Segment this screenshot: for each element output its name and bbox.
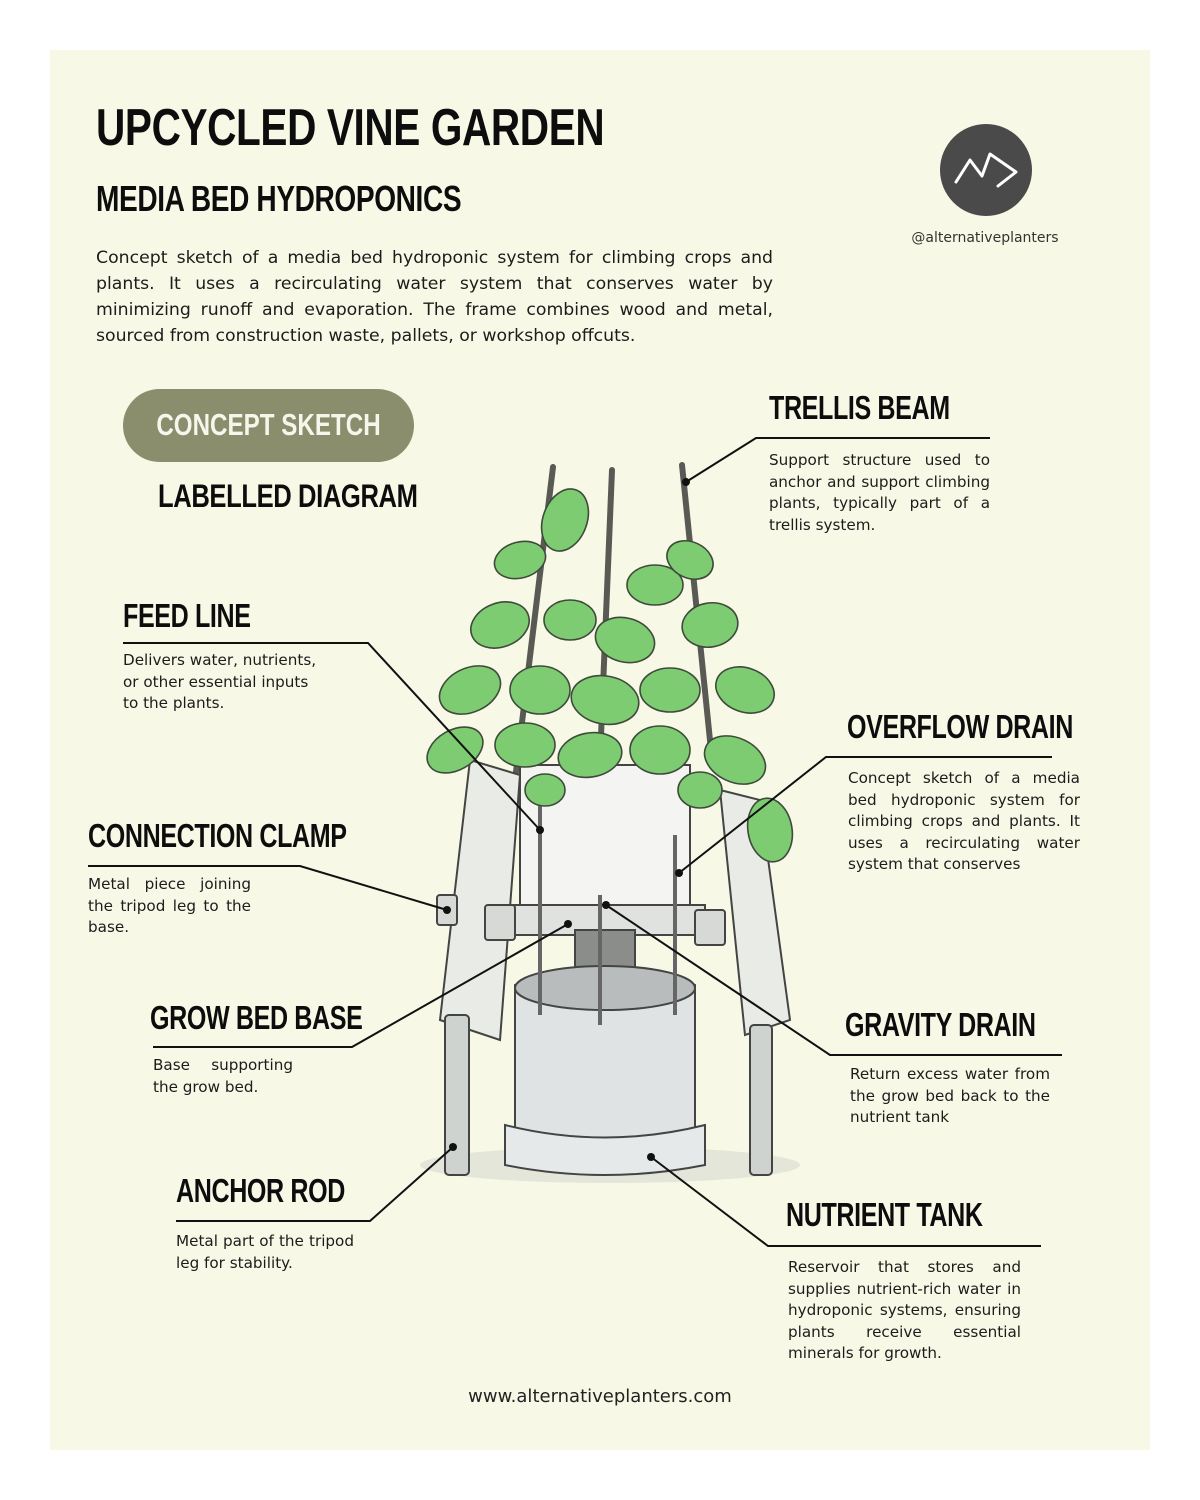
feed-line-description: Delivers water, nutrients, or other esse… [123,651,317,712]
footer-website-link[interactable]: www.alternativeplanters.com [468,1386,732,1407]
page-subtitle: MEDIA BED HYDROPONICS [96,178,462,219]
trellis-beam-title: TRELLIS BEAM [769,389,950,426]
concept-sketch-badge: CONCEPT SKETCH [123,389,414,462]
overflow-drain-description: Concept sketch of a media bed hydroponic… [848,769,1080,873]
social-handle: @alternativeplanters [911,230,1059,246]
clamps [436,894,726,946]
connection-clamp-title: CONNECTION CLAMP [88,817,347,854]
vine-foliage [426,488,794,863]
gravity-drain-title: GRAVITY DRAIN [845,1006,1036,1043]
anchor-rods [444,1014,773,1176]
nutrient-tank-description: Reservoir that stores and supplies nutri… [788,1258,1021,1362]
feed-line-title: FEED LINE [123,597,251,634]
alternative-planters-logo-icon [940,124,1032,216]
intro-paragraph: Concept sketch of a media bed hydroponic… [96,248,773,346]
concept-sketch-badge-text: CONCEPT SKETCH [156,407,381,442]
connection-clamp-description: Metal piece joining the tripod leg to th… [88,875,251,936]
nutrient-tank-title: NUTRIENT TANK [786,1196,983,1233]
tank-bottom-band [504,1123,706,1176]
grow-bed-base-description: Base supporting the grow bed. [153,1056,293,1096]
pipes [538,800,677,1025]
overflow-drain-title: OVERFLOW DRAIN [847,708,1073,745]
trellis-beam-description: Support structure used to anchor and sup… [769,451,990,534]
gravity-drain-description: Return excess water from the grow bed ba… [850,1065,1050,1126]
wooden-legs [438,758,792,1042]
anchor-rod-description: Metal part of the tripod leg for stabili… [176,1232,354,1272]
callout-anchor-dots [443,478,690,1161]
callout-leader-lines [88,437,1062,1247]
labelled-diagram-heading: LABELLED DIAGRAM [158,478,418,514]
page-title: UPCYCLED VINE GARDEN [96,99,605,157]
grow-bed-base-title: GROW BED BASE [150,999,363,1036]
anchor-rod-title: ANCHOR ROD [176,1172,345,1209]
